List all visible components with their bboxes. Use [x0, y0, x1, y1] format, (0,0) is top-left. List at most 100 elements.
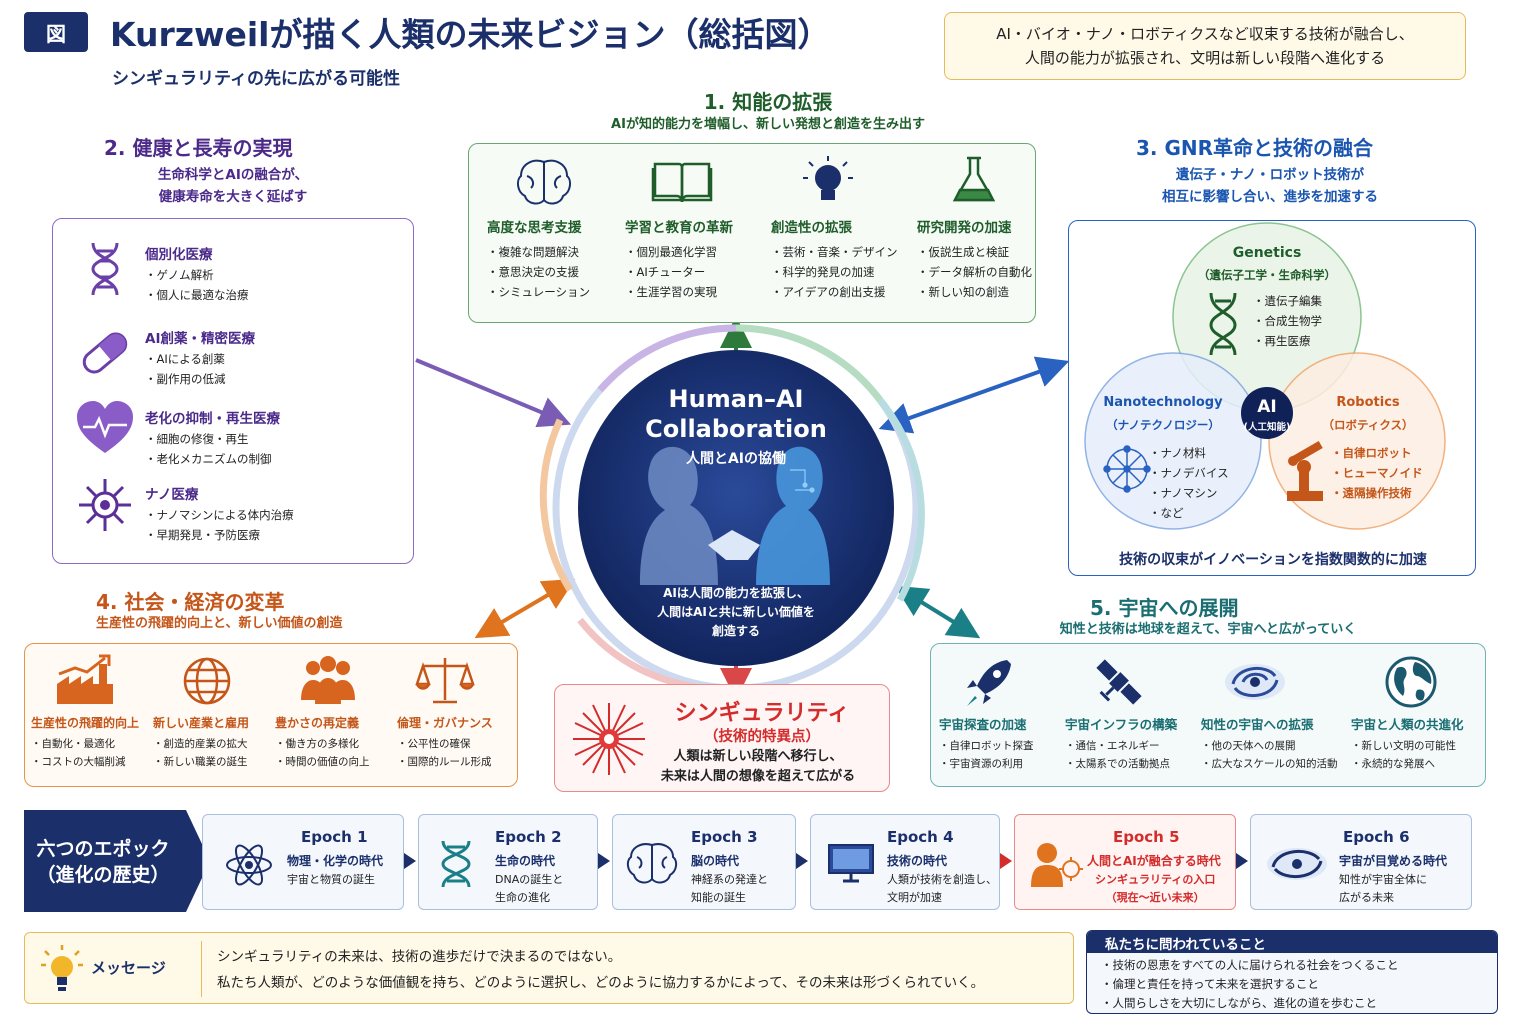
epoch-arrow — [598, 853, 610, 869]
handshake-icon — [708, 530, 760, 560]
ai-core-sub: (人工知能) — [1243, 422, 1291, 433]
nanobot-icon — [79, 479, 131, 531]
intellect-point: 意思決定の支援 — [487, 262, 617, 282]
space-item-title: 知性の宇宙への拡張 — [1201, 717, 1314, 732]
health-point: 早期発見・予防医療 — [145, 525, 294, 545]
intellect-point: データ解析の自動化 — [917, 262, 1047, 282]
space-point: 太陽系での活動拠点 — [1065, 755, 1195, 773]
intellect-item-title: 学習と教育の革新 — [625, 220, 733, 236]
space-item-3: 知性の宇宙への拡張 他の天体への展開広大なスケールの知的活動 — [1201, 714, 1338, 773]
society-item-title: 生産性の飛躍的向上 — [31, 716, 140, 730]
society-item-4: 倫理・ガバナンス 公平性の確保国際的ルール形成 — [397, 714, 523, 771]
genetics-name: Genetics — [1232, 245, 1302, 261]
nanotech-point: ナノマシン — [1149, 483, 1229, 503]
epoch-arrow — [1236, 853, 1248, 869]
dna-icon — [91, 242, 119, 296]
epoch-desc-line: 広がる未来 — [1339, 891, 1394, 904]
ai-core-circle — [1241, 387, 1293, 439]
galaxy-icon — [1267, 848, 1327, 880]
epochs-label-banner — [24, 810, 210, 912]
epoch-desc-line: 神経系の発達と — [691, 873, 768, 886]
intellect-item-title: 高度な思考支援 — [487, 220, 582, 236]
epoch-desc-line: 生命の進化 — [495, 891, 550, 904]
epoch-desc-line: 知能の誕生 — [691, 891, 746, 904]
message-box: メッセージ シンギュラリティの未来は、技術の進歩だけで決まるのではない。 私たち… — [24, 932, 1074, 1004]
intellect-point: 仮説生成と検証 — [917, 242, 1047, 262]
epoch-title: 技術の時代 — [887, 854, 948, 868]
question-point: 人間らしさを大切にしながら、進化の道を歩むこと — [1101, 994, 1483, 1013]
space-item-title: 宇宙探査の加速 — [939, 717, 1027, 732]
epoch-name: Epoch 2 — [495, 828, 562, 846]
society-title: 4. 社会・経済の変革 — [96, 590, 285, 614]
health-item-2: AI創薬・精密医療 AIによる創薬副作用の低減 — [145, 327, 255, 389]
epoch-desc-line: 人類が技術を創造し、 — [887, 873, 997, 886]
health-point: ゲノム解析 — [145, 265, 249, 285]
singularity-desc-line-2: 未来は人間の想像を超えて広がる — [660, 769, 856, 784]
health-subtitle-line-2: 健康寿命を大きく延ばす — [158, 189, 308, 205]
epoch-title: 人間とAIが融合する時代 — [1087, 854, 1221, 868]
epoch-4-card: Epoch 4 技術の時代 人類が技術を創造し、文明が加速 — [810, 814, 1000, 910]
genetics-sub: （遺伝子工学・生命科学） — [1198, 268, 1336, 282]
epoch-title: 脳の時代 — [691, 854, 740, 868]
intellect-point: 新しい知の創造 — [917, 282, 1047, 302]
space-item-title: 宇宙と人類の共進化 — [1351, 717, 1464, 732]
space-item-title: 宇宙インフラの構築 — [1065, 717, 1178, 732]
center-title-line-1: Human–AI — [668, 385, 804, 413]
galaxy-icon — [1225, 664, 1285, 700]
gnr-subtitle-line-2: 相互に影響し合い、進歩を加速する — [1162, 189, 1378, 205]
health-point: 副作用の低減 — [145, 369, 255, 389]
society-point: 国際的ルール形成 — [397, 753, 523, 771]
space-point: 他の天体への展開 — [1201, 737, 1331, 755]
epoch-name: Epoch 6 — [1343, 828, 1410, 846]
space-point: 永続的な発展へ — [1351, 755, 1481, 773]
epoch-title: 宇宙が目覚める時代 — [1339, 854, 1448, 868]
page-title: Kurzweilが描く人類の未来ビジョン（総括図） — [110, 15, 831, 54]
society-item-3: 豊かさの再定義 働き方の多様化時間の価値の向上 — [275, 714, 401, 771]
epoch-2-card: Epoch 2 生命の時代 DNAの誕生と生命の進化 — [418, 814, 598, 910]
gnr-connector — [878, 356, 1070, 434]
epoch-desc-line: DNAの誕生と — [495, 873, 564, 886]
center-desc-line-3: 創造する — [711, 624, 760, 638]
intellect-point: 個別最適化学習 — [625, 242, 755, 262]
society-point: 創造的産業の拡大 — [153, 735, 279, 753]
space-item-2: 宇宙インフラの構築 通信・エネルギー太陽系での活動拠点 — [1065, 714, 1195, 773]
health-subtitle: 生命科学とAIの融合が、 健康寿命を大きく延ばす — [40, 164, 426, 208]
message-text: シンギュラリティの未来は、技術の進歩だけで決まるのではない。 私たち人類が、どの… — [217, 944, 984, 996]
scales-icon — [415, 658, 475, 704]
nanotech-sub: （ナノテクノロジー） — [1106, 418, 1220, 432]
health-item-title: 個別化医療 — [145, 247, 213, 263]
epoch-desc: DNAの誕生と生命の進化 — [495, 871, 563, 907]
ai-silhouette-icon — [756, 446, 830, 585]
society-point: 公平性の確保 — [397, 735, 523, 753]
intellect-item-title: 研究開発の加速 — [917, 220, 1012, 236]
center-text: Human–AI Collaboration 人間とAIの協働 — [600, 384, 872, 468]
intellect-point: 科学的発見の加速 — [771, 262, 901, 282]
intellect-point: 複雑な問題解決 — [487, 242, 617, 262]
space-point: 広大なスケールの知的活動 — [1201, 755, 1338, 773]
society-item-2: 新しい産業と雇用 創造的産業の拡大新しい職業の誕生 — [153, 714, 279, 771]
page-subtitle: シンギュラリティの先に広がる可能性 — [112, 69, 400, 89]
space-connector — [894, 585, 981, 639]
health-item-title: AI創薬・精密医療 — [145, 331, 255, 347]
center-title-line-2: Collaboration — [645, 415, 827, 443]
health-item-3: 老化の抑制・再生医療 細胞の修復・再生老化メカニズムの制御 — [145, 407, 280, 469]
society-point: 働き方の多様化 — [275, 735, 401, 753]
flask-icon — [952, 156, 996, 202]
health-title: 2. 健康と長寿の実現 — [104, 136, 293, 160]
epoch-title: 生命の時代 — [495, 854, 556, 868]
factory-growth-icon — [57, 654, 113, 704]
society-item-title: 豊かさの再定義 — [275, 716, 360, 730]
gnr-box: Genetics （遺伝子工学・生命科学） 遺伝子編集合成生物学再生医療 Nan… — [1068, 220, 1476, 576]
health-point: ナノマシンによる体内治療 — [145, 505, 294, 525]
epoch-arrow — [404, 853, 416, 869]
epoch-1-card: Epoch 1 物理・化学の時代 宇宙と物質の誕生 — [202, 814, 404, 910]
epoch-desc-line: シンギュラリティの入口 — [1095, 873, 1216, 886]
robotics-point: 遠隔操作技術 — [1331, 483, 1423, 503]
epochs-label-line-1: 六つのエポック — [36, 838, 170, 860]
lightbulb-icon — [41, 945, 83, 991]
intellect-subtitle: AIが知的能力を増幅し、新しい発想と創造を生み出す — [611, 117, 925, 132]
singularity-title: シンギュラリティ — [674, 701, 850, 726]
society-item-1: 生産性の飛躍的向上 自動化・最適化コストの大幅削減 — [31, 714, 157, 771]
figure-badge: 図 — [24, 12, 88, 52]
